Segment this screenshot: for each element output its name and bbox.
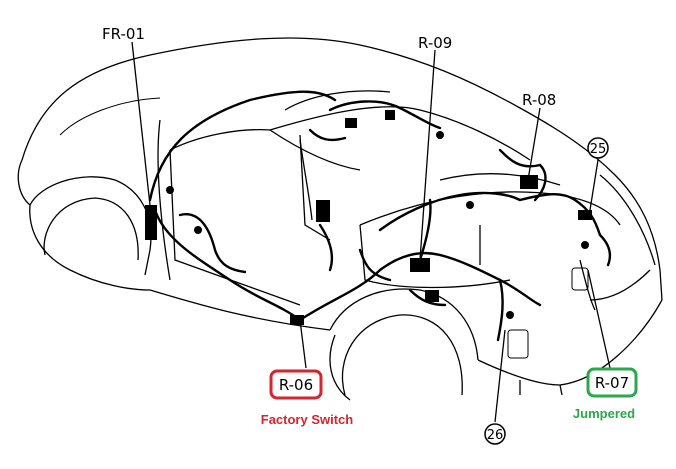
note-factory-switch: Factory Switch [261, 412, 354, 427]
callout-25: 25 [587, 137, 609, 159]
label-r-07: R-07 [595, 374, 629, 392]
label-r-06-box: R-06 [269, 369, 323, 400]
label-fr-01: FR-01 [102, 25, 145, 43]
car-body [17, 37, 663, 401]
label-r-06: R-06 [279, 376, 313, 394]
note-jumpered: Jumpered [573, 406, 635, 421]
callout-25-number: 25 [590, 142, 607, 157]
label-r-09: R-09 [418, 34, 452, 52]
wiring-harness [145, 90, 612, 359]
leader-lines [131, 41, 611, 423]
label-r-07-box: R-07 [586, 367, 638, 398]
callout-26-number: 26 [487, 428, 504, 443]
callout-26: 26 [484, 423, 506, 445]
label-r-08: R-08 [522, 91, 556, 109]
